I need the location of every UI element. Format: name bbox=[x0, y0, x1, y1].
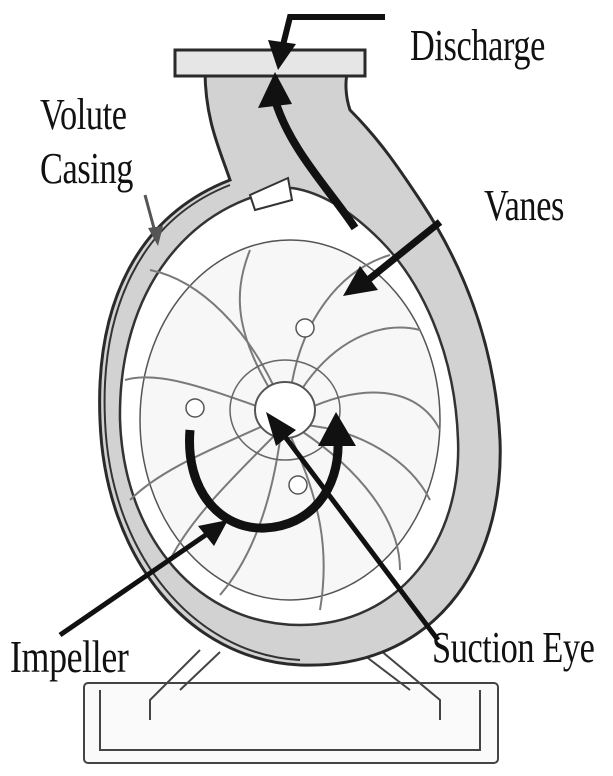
balance-hole bbox=[186, 399, 204, 417]
volute-label-line1: Volute bbox=[40, 88, 133, 142]
vanes-label: Vanes bbox=[484, 180, 564, 231]
balance-hole bbox=[296, 319, 314, 337]
balance-hole bbox=[289, 476, 307, 494]
discharge-label: Discharge bbox=[410, 20, 545, 71]
volute-casing-label: Volute Casing bbox=[40, 88, 133, 196]
volute-label-line2: Casing bbox=[40, 142, 133, 196]
suction-eye-label: Suction Eye bbox=[432, 622, 595, 673]
impeller-label: Impeller bbox=[10, 630, 128, 683]
